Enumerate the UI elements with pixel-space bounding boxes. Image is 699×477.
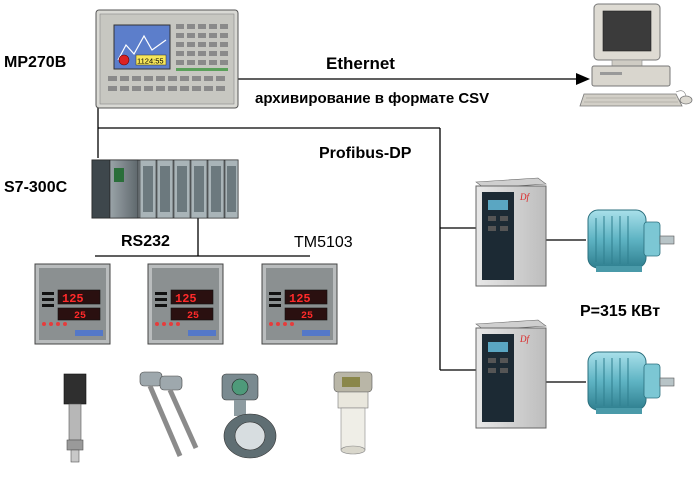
controller3-display-bottom	[284, 307, 328, 321]
label-rs232: RS232	[121, 233, 170, 250]
frequency-drive-1: Df	[475, 177, 547, 287]
pressure-sensor	[63, 373, 87, 463]
label-s7-300c: S7-300C	[4, 179, 68, 196]
computer-keyboard	[579, 93, 683, 107]
controller3-display-top	[284, 289, 328, 305]
controller1-value-top: 125	[62, 292, 84, 306]
electric-motor-1	[587, 209, 675, 272]
label-tm5103: TM5103	[294, 234, 353, 251]
temperature-probe	[139, 371, 199, 457]
flow-meter	[221, 373, 277, 459]
s7-300c-plc	[91, 159, 239, 219]
hmi-red-indicator	[118, 54, 130, 66]
mp270b-panel	[95, 9, 239, 109]
controller3-value-top: 125	[289, 292, 311, 306]
computer-case	[591, 65, 671, 87]
tm5103-controller-2	[147, 263, 224, 345]
controller1-display-top	[57, 289, 101, 305]
label-archive-csv: архивирование в формате CSV	[255, 90, 490, 107]
monitor-screen	[602, 10, 652, 52]
ethernet-arrowhead	[576, 73, 590, 85]
controller3-value-bottom: 25	[301, 311, 313, 322]
label-power: P=315 КВт	[580, 303, 661, 320]
controller1-display-bottom	[57, 307, 101, 321]
controller2-value-top: 125	[175, 292, 197, 306]
svg-text:Df: Df	[519, 192, 530, 202]
controller2-display-bottom	[170, 307, 214, 321]
electric-motor-2	[587, 351, 675, 414]
tm5103-controller-3	[261, 263, 338, 345]
plc-power-supply	[91, 159, 111, 219]
controller2-value-bottom: 25	[187, 311, 199, 322]
label-profibus-dp: Profibus-DP	[319, 145, 412, 162]
desktop-computer	[579, 3, 693, 107]
controller2-display-top	[170, 289, 214, 305]
computer-mouse	[679, 95, 693, 105]
frequency-drive-2: Df	[475, 319, 547, 429]
svg-text:Df: Df	[519, 334, 530, 344]
label-mp270b: MP270B	[4, 54, 67, 71]
hmi-clock-readout: 1124:55	[137, 57, 164, 66]
level-sensor	[333, 371, 373, 455]
connection-lines	[95, 78, 586, 383]
tm5103-controller-1	[34, 263, 111, 345]
controller1-value-bottom: 25	[74, 311, 86, 322]
label-ethernet: Ethernet	[326, 54, 395, 73]
